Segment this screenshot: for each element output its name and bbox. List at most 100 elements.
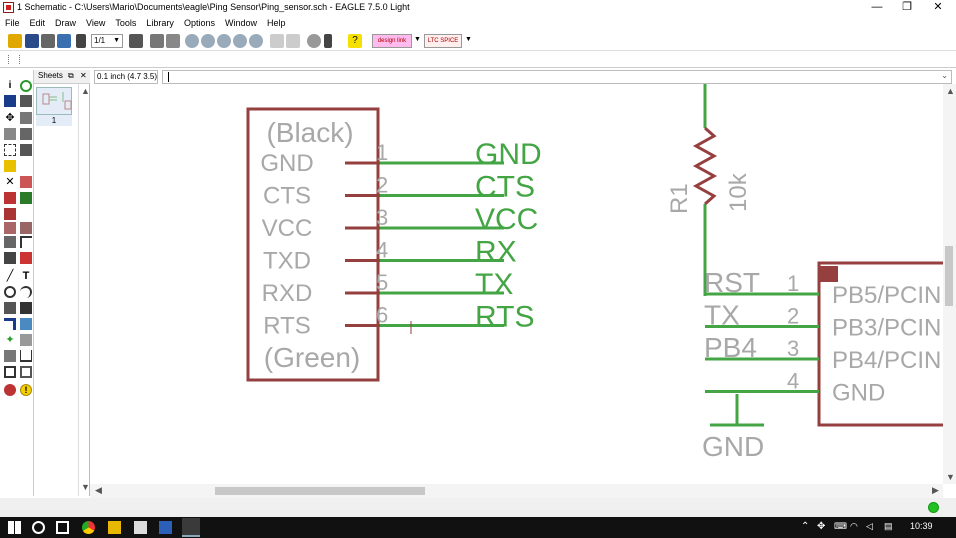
go-icon[interactable] [324,34,332,48]
replace-icon[interactable] [4,208,16,220]
circle-icon[interactable] [4,286,16,298]
menu-view[interactable]: View [86,18,106,28]
eagle-taskbar-icon[interactable] [182,518,200,537]
search-icon[interactable] [32,521,45,534]
restore-button[interactable]: ❐ [902,1,912,13]
save-icon[interactable] [25,34,39,48]
toolbar-grip-icon[interactable] [8,55,20,64]
open-folder-icon[interactable] [8,34,22,48]
designlink-dropdown-icon[interactable]: ▼ [414,36,421,43]
redo-icon[interactable] [286,34,300,48]
zoom-in-icon[interactable] [201,34,215,48]
cam-processor-icon[interactable] [57,34,71,48]
use-library-icon[interactable] [129,34,143,48]
volume-icon[interactable]: ◁ [866,521,873,531]
errors-icon[interactable]: ! [20,384,32,396]
delete-icon[interactable]: ✕ [5,176,15,188]
bus-icon[interactable] [4,318,16,330]
task-view-icon[interactable] [56,521,69,534]
stop-icon[interactable] [307,34,321,48]
close-panel-icon[interactable]: ✕ [80,71,87,80]
arc-icon[interactable] [20,286,32,298]
sheet-select[interactable]: 1/1 ▼ [91,34,123,48]
minimize-button[interactable]: — [871,1,883,13]
value-icon[interactable] [20,222,32,234]
scroll-right-icon[interactable]: ▶ [932,485,939,495]
undock-icon[interactable]: ⧉ [68,71,74,80]
label-icon[interactable] [20,334,32,346]
ltspice-dropdown-icon[interactable]: ▼ [465,36,472,43]
ground-symbol[interactable]: GND [702,394,764,462]
taskbar-clock[interactable]: 10:39 [910,521,933,531]
resistor-r1[interactable]: R1 10k [666,84,752,296]
notification-icon[interactable]: ▤ [884,521,893,531]
invoke-icon[interactable] [20,252,32,264]
zoom-redraw-icon[interactable] [233,34,247,48]
modules-icon[interactable] [20,366,32,378]
undo-icon[interactable] [270,34,284,48]
command-input[interactable]: ⌄ [162,70,952,84]
pinswap-icon[interactable] [4,192,16,204]
text-icon[interactable]: T [22,270,30,282]
net-icon[interactable] [20,318,32,330]
chevron-down-icon[interactable]: ⌄ [941,71,948,80]
move-icon[interactable]: ✥ [5,112,15,124]
scroll-up-icon[interactable]: ▲ [946,86,955,96]
sheet-thumbnail[interactable] [36,87,72,115]
menu-draw[interactable]: Draw [55,18,77,28]
vertical-scroll-thumb[interactable] [945,246,953,306]
zoom-select-icon[interactable] [249,34,263,48]
copy-icon[interactable] [20,112,32,124]
name-icon[interactable] [4,222,16,234]
horizontal-scroll-thumb[interactable] [215,487,425,495]
attribute-icon[interactable] [4,350,16,362]
canvas-horizontal-scrollbar[interactable]: ◀ ▶ [90,484,943,498]
chevron-up-icon[interactable]: ⌃ [801,521,810,532]
zoom-fit-icon[interactable] [185,34,199,48]
gateswap-icon[interactable] [20,192,32,204]
junction-icon[interactable]: ✦ [5,334,15,346]
start-icon[interactable] [8,521,21,534]
wifi-icon[interactable]: ◠ [850,521,858,531]
print-icon[interactable] [41,34,55,48]
file-explorer-icon[interactable] [108,521,121,534]
dimension-icon[interactable] [20,350,32,362]
input-method-icon[interactable]: ⌨ [834,521,847,531]
display-layers-icon[interactable] [4,95,16,107]
designlink-button[interactable]: design link [372,34,412,48]
ratsnest-icon[interactable] [166,34,180,48]
miter-icon[interactable] [20,236,32,248]
erc-icon[interactable] [4,384,16,396]
frame-icon[interactable] [4,366,16,378]
smash-icon[interactable] [4,236,16,248]
group-icon[interactable] [4,144,16,156]
zoom-out-icon[interactable] [217,34,231,48]
paste-icon[interactable] [4,160,16,172]
menu-edit[interactable]: Edit [29,18,46,28]
sheet-icon[interactable] [76,34,86,48]
scroll-down-icon[interactable]: ▼ [946,472,955,482]
help-icon[interactable]: ? [348,34,362,48]
polygon-icon[interactable] [20,302,32,314]
dropbox-icon[interactable]: ✥ [817,521,826,532]
split-icon[interactable] [4,252,16,264]
scroll-left-icon[interactable]: ◀ [95,485,102,495]
info-icon[interactable]: i [8,80,12,91]
canvas-vertical-scrollbar[interactable]: ▲ ▼ [943,84,956,484]
show-icon[interactable] [20,80,32,92]
menu-window[interactable]: Window [224,18,257,28]
rect-icon[interactable] [4,302,16,314]
wire-icon[interactable]: ╱ [6,270,14,282]
menu-file[interactable]: File [5,18,20,28]
change-icon[interactable] [20,144,32,156]
board-schematic-switch-icon[interactable] [150,34,164,48]
menu-help[interactable]: Help [266,18,286,28]
chrome-icon[interactable] [82,521,95,534]
menu-tools[interactable]: Tools [115,18,137,28]
word-icon[interactable] [159,521,172,534]
store-icon[interactable] [134,521,147,534]
menu-options[interactable]: Options [183,18,215,28]
